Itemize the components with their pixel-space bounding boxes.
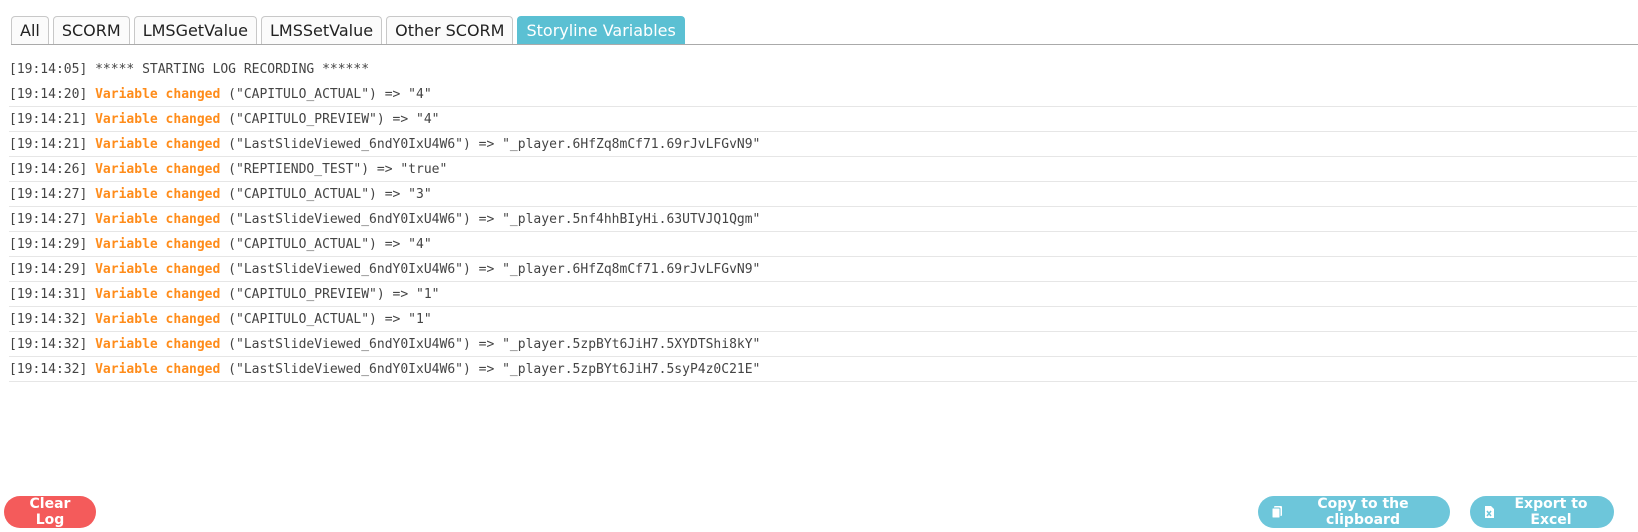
log-line: [19:14:32] Variable changed ("LastSlideV… bbox=[9, 358, 1637, 382]
log-event: Variable changed bbox=[95, 212, 221, 227]
log-detail: ("LastSlideViewed_6ndY0IxU4W6") => "_pla… bbox=[220, 212, 761, 227]
tab-lmsgetvalue[interactable]: LMSGetValue bbox=[133, 16, 258, 44]
tab-all[interactable]: All bbox=[11, 16, 49, 44]
log-line: [19:14:21] Variable changed ("LastSlideV… bbox=[9, 133, 1637, 157]
log-event: Variable changed bbox=[95, 237, 221, 252]
log-detail: ("LastSlideViewed_6ndY0IxU4W6") => "_pla… bbox=[220, 262, 761, 277]
log-event: Variable changed bbox=[95, 112, 221, 127]
clipboard-icon bbox=[1270, 505, 1284, 519]
log-list: [19:14:05] ***** STARTING LOG RECORDING … bbox=[9, 58, 1637, 383]
log-line: [19:14:29] Variable changed ("LastSlideV… bbox=[9, 258, 1637, 282]
log-timestamp: [19:14:21] bbox=[9, 137, 88, 152]
log-event: Variable changed bbox=[95, 312, 221, 327]
log-event: Variable changed bbox=[95, 362, 221, 377]
log-timestamp: [19:14:32] bbox=[9, 337, 88, 352]
log-detail: ("CAPITULO_ACTUAL") => "4" bbox=[220, 87, 432, 102]
log-line: [19:14:20] Variable changed ("CAPITULO_A… bbox=[9, 83, 1637, 107]
log-detail: ("REPTIENDO_TEST") => "true" bbox=[220, 162, 448, 177]
log-event: Variable changed bbox=[95, 187, 221, 202]
log-detail: ("CAPITULO_ACTUAL") => "1" bbox=[220, 312, 432, 327]
log-event: Variable changed bbox=[95, 287, 221, 302]
log-timestamp: [19:14:31] bbox=[9, 287, 88, 302]
clear-log-button[interactable]: Clear Log bbox=[4, 496, 96, 528]
log-event: Variable changed bbox=[95, 262, 221, 277]
log-detail: ("LastSlideViewed_6ndY0IxU4W6") => "_pla… bbox=[220, 362, 761, 377]
copy-to-clipboard-label: Copy to the clipboard bbox=[1317, 496, 1409, 528]
log-timestamp: [19:14:05] bbox=[9, 62, 88, 77]
log-event: Variable changed bbox=[95, 337, 221, 352]
log-line: [19:14:32] Variable changed ("CAPITULO_A… bbox=[9, 308, 1637, 332]
log-event: Variable changed bbox=[95, 137, 221, 152]
log-line: [19:14:31] Variable changed ("CAPITULO_P… bbox=[9, 283, 1637, 307]
log-timestamp: [19:14:29] bbox=[9, 262, 88, 277]
log-detail: ***** STARTING LOG RECORDING ****** bbox=[87, 62, 370, 77]
tab-scorm[interactable]: SCORM bbox=[52, 16, 130, 44]
log-timestamp: [19:14:32] bbox=[9, 312, 88, 327]
log-line: [19:14:27] Variable changed ("LastSlideV… bbox=[9, 208, 1637, 232]
log-line: [19:14:32] Variable changed ("LastSlideV… bbox=[9, 333, 1637, 357]
log-timestamp: [19:14:21] bbox=[9, 112, 88, 127]
log-line: [19:14:26] Variable changed ("REPTIENDO_… bbox=[9, 158, 1637, 182]
log-detail: ("CAPITULO_ACTUAL") => "3" bbox=[220, 187, 432, 202]
log-detail: ("CAPITULO_PREVIEW") => "1" bbox=[220, 287, 440, 302]
tab-storyline-variables[interactable]: Storyline Variables bbox=[517, 16, 685, 44]
log-detail: ("CAPITULO_PREVIEW") => "4" bbox=[220, 112, 440, 127]
tab-lmssetvalue[interactable]: LMSSetValue bbox=[261, 16, 383, 44]
log-event: Variable changed bbox=[95, 87, 221, 102]
export-to-excel-label: Export to Excel bbox=[1514, 496, 1588, 528]
log-timestamp: [19:14:27] bbox=[9, 212, 88, 227]
log-timestamp: [19:14:29] bbox=[9, 237, 88, 252]
log-detail: ("LastSlideViewed_6ndY0IxU4W6") => "_pla… bbox=[220, 337, 761, 352]
log-detail: ("LastSlideViewed_6ndY0IxU4W6") => "_pla… bbox=[220, 137, 761, 152]
log-line: [19:14:29] Variable changed ("CAPITULO_A… bbox=[9, 233, 1637, 257]
excel-file-icon bbox=[1482, 505, 1496, 519]
log-timestamp: [19:14:26] bbox=[9, 162, 88, 177]
tab-other-scorm[interactable]: Other SCORM bbox=[386, 16, 514, 44]
log-timestamp: [19:14:20] bbox=[9, 87, 88, 102]
log-event: Variable changed bbox=[95, 162, 221, 177]
copy-to-clipboard-button[interactable]: Copy to the clipboard bbox=[1258, 496, 1450, 528]
log-detail: ("CAPITULO_ACTUAL") => "4" bbox=[220, 237, 432, 252]
log-line: [19:14:21] Variable changed ("CAPITULO_P… bbox=[9, 108, 1637, 132]
log-line: [19:14:05] ***** STARTING LOG RECORDING … bbox=[9, 58, 1637, 82]
export-to-excel-button[interactable]: Export to Excel bbox=[1470, 496, 1614, 528]
log-timestamp: [19:14:27] bbox=[9, 187, 88, 202]
clear-log-label: Clear Log bbox=[29, 496, 71, 528]
filter-tabs: All SCORM LMSGetValue LMSSetValue Other … bbox=[11, 12, 1638, 45]
log-timestamp: [19:14:32] bbox=[9, 362, 88, 377]
log-line: [19:14:27] Variable changed ("CAPITULO_A… bbox=[9, 183, 1637, 207]
